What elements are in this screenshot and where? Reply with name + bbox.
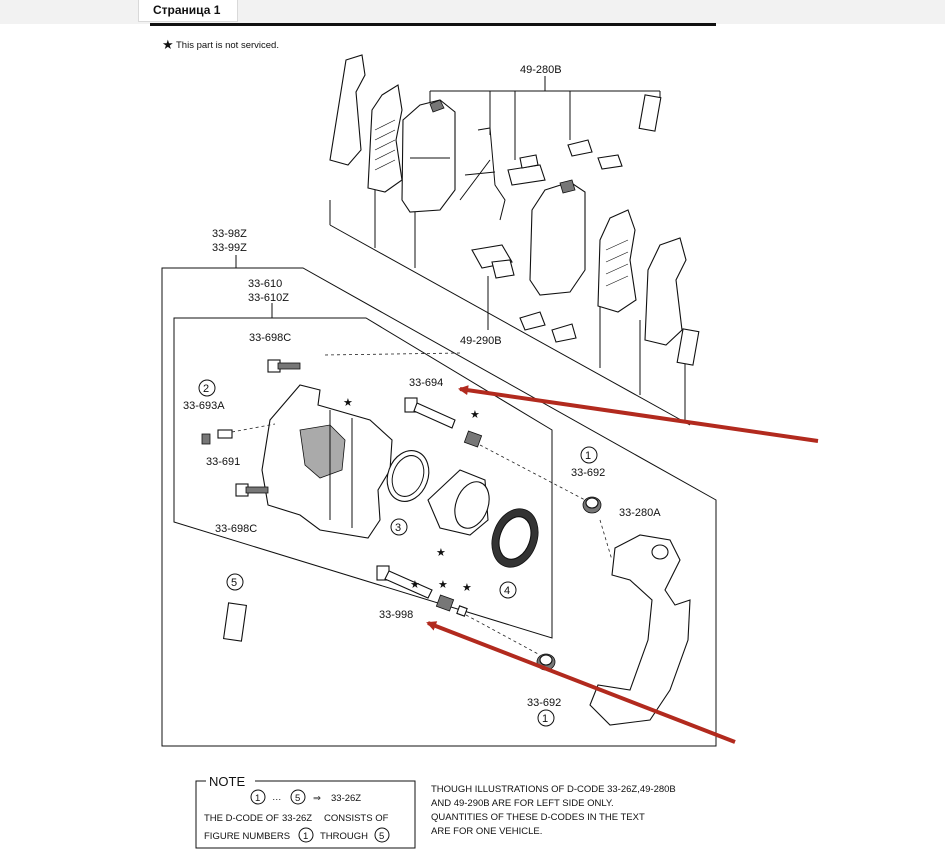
fig-num-1-bottom: 1 — [542, 713, 548, 725]
guide-pin-bottom — [376, 565, 468, 617]
callout-33-99z: 33-99Z — [212, 242, 247, 254]
outer-frame — [161, 267, 717, 747]
red-arrow-bottom — [426, 621, 736, 744]
svg-text:★: ★ — [343, 397, 353, 409]
caliper-bracket — [589, 534, 691, 726]
inner-frame — [173, 317, 553, 639]
bushing-top — [582, 496, 602, 514]
note-line3d: 5 — [379, 831, 384, 842]
dust-boot — [491, 508, 539, 568]
svg-text:★: ★ — [438, 579, 448, 591]
note-line3a: FIGURE NUMBERS — [204, 831, 290, 842]
callout-49-290b: 49-290B — [460, 335, 502, 347]
callout-33-98z: 33-98Z — [212, 228, 247, 240]
fig-num-5: 5 — [231, 577, 237, 589]
caliper-body — [261, 384, 393, 539]
note-range-start: 1 — [255, 793, 260, 804]
leader-lines — [235, 76, 691, 426]
svg-text:★: ★ — [462, 582, 472, 594]
piston — [427, 469, 490, 536]
star-markers: ★ ★ ★ ★ ★ ★ — [343, 397, 480, 594]
note-range-code: 33-26Z — [331, 793, 361, 804]
note-box: NOTE 1 … 5 ⇒ 33-26Z THE D-CODE OF 33-26Z… — [195, 774, 416, 849]
note-line3c: THROUGH — [320, 831, 368, 842]
bleeder-screw — [201, 429, 233, 445]
fig-num-3: 3 — [395, 522, 401, 534]
wear-indicator — [222, 602, 248, 642]
fig-num-2: 2 — [203, 383, 209, 395]
svg-text:…: … — [272, 792, 282, 803]
callout-33-692-bottom: 33-692 — [527, 697, 561, 709]
callout-33-698c-top: 33-698C — [249, 332, 291, 344]
tab-bar: Страница 1 — [0, 0, 945, 24]
note-line2b: 33-26Z — [282, 813, 312, 824]
bolt-bottom — [235, 483, 269, 497]
callout-labels: 49-280B 49-290B 33-98Z 33-99Z 33-610 33-… — [183, 64, 661, 709]
callout-33-610z: 33-610Z — [248, 292, 289, 304]
brake-pad-set — [329, 54, 700, 366]
callout-33-998: 33-998 — [379, 609, 413, 621]
callout-33-610: 33-610 — [248, 278, 282, 290]
fig-num-4: 4 — [504, 585, 510, 597]
callout-33-692-top: 33-692 — [571, 467, 605, 479]
side-note-line-3: QUANTITIES OF THESE D-CODES IN THE TEXT — [431, 812, 645, 823]
side-note-line-1: THOUGH ILLUSTRATIONS OF D-CODE 33-26Z,49… — [431, 784, 676, 795]
svg-text:★: ★ — [410, 579, 420, 591]
note-line3b: 1 — [303, 831, 308, 842]
tab-page-1[interactable]: Страница 1 — [138, 0, 238, 22]
note-line2a: THE D-CODE OF — [204, 813, 279, 824]
figure-numbers: 2 3 4 5 1 1 — [198, 379, 598, 727]
guide-pin-top — [404, 397, 483, 448]
fig-num-1-top: 1 — [585, 450, 591, 462]
callout-49-280b: 49-280B — [520, 64, 562, 76]
side-note-line-2: AND 49-290B ARE FOR LEFT SIDE ONLY. — [431, 798, 614, 809]
red-arrow-top — [458, 385, 819, 443]
header-rule — [150, 23, 716, 26]
svg-text:★: ★ — [470, 409, 480, 421]
note-line2c: CONSISTS OF — [324, 813, 389, 824]
callout-33-694: 33-694 — [409, 377, 443, 389]
assembly-axes — [231, 352, 613, 656]
star-icon: ★ — [162, 37, 174, 52]
svg-text:★: ★ — [436, 547, 446, 559]
callout-33-698c-bottom: 33-698C — [215, 523, 257, 535]
note-title: NOTE — [209, 774, 245, 789]
side-note-line-4: ARE FOR ONE VEHICLE. — [431, 826, 542, 837]
note-arrow: ⇒ — [313, 793, 321, 804]
header-note: This part is not serviced. — [176, 40, 279, 51]
callout-33-693a: 33-693A — [183, 400, 225, 412]
bolt-top — [267, 359, 301, 373]
side-note: THOUGH ILLUSTRATIONS OF D-CODE 33-26Z,49… — [431, 784, 676, 837]
callout-33-691: 33-691 — [206, 456, 240, 468]
note-range-end: 5 — [295, 793, 300, 804]
callout-33-280a: 33-280A — [619, 507, 661, 519]
